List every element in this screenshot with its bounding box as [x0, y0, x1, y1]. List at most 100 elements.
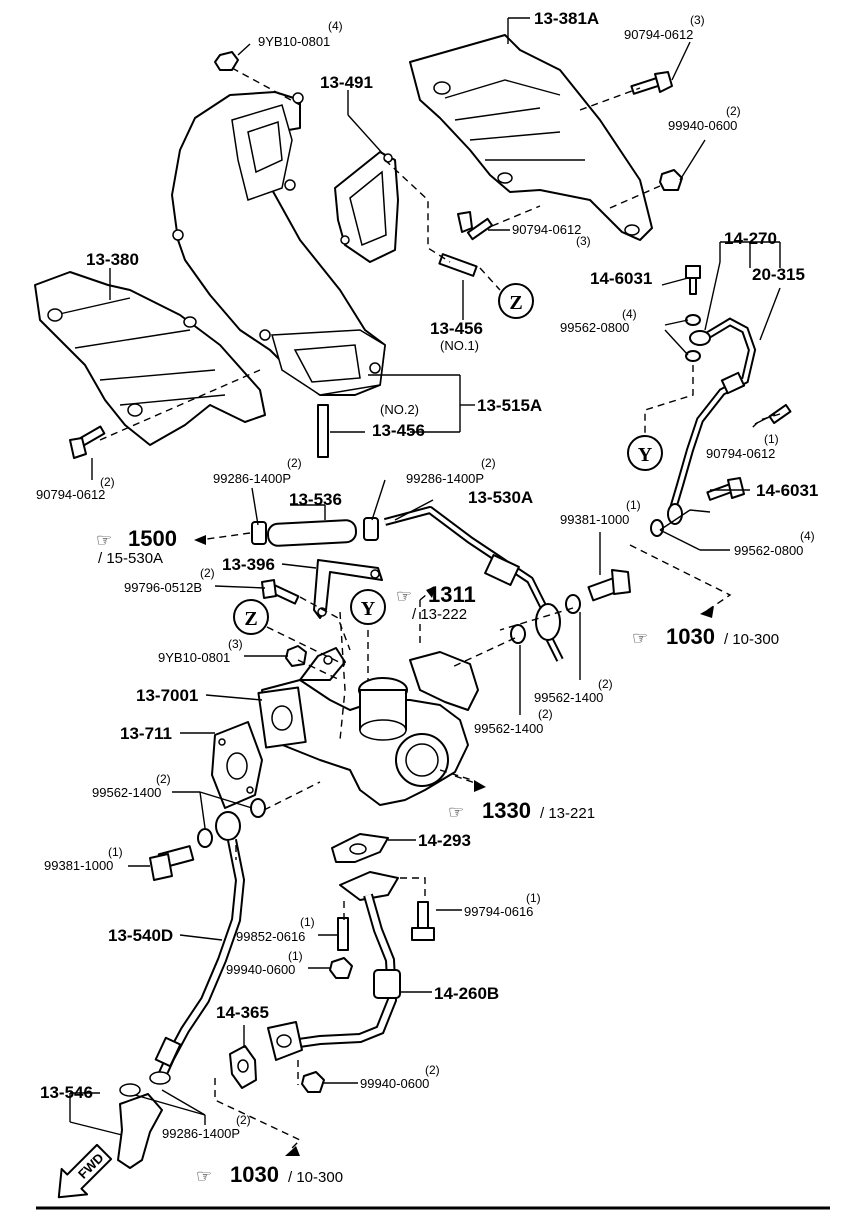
label-9YB10-0801-top: 9YB10-0801 [258, 34, 330, 49]
reference-1030-right-section: / 10-300 [724, 631, 779, 648]
label-99794-0616: 99794-0616 [464, 904, 533, 919]
label-14-365: 14-365 [216, 1003, 269, 1022]
fastener-drawings [69, 51, 792, 1093]
label-99381-1000-left-qty: (1) [108, 845, 123, 859]
heat-insulator-13-381A [409, 34, 653, 241]
connector-z-mid: Z [233, 599, 269, 635]
label-13-536: 13-536 [289, 490, 342, 509]
connector-z-top: Z [498, 283, 534, 319]
label-90794-0612-mid: 90794-0612 [512, 222, 581, 237]
reference-1030-bottom-page[interactable]: 1030 [230, 1162, 279, 1187]
manifold-gasket [334, 151, 399, 263]
water-hose-and-pipe [251, 506, 564, 662]
turbocharger-13-7001 [257, 647, 479, 806]
pointing-hand-icon: ☞ [448, 802, 464, 823]
label-13-530A: 13-530A [468, 488, 533, 507]
connector-z-mid-label: Z [244, 608, 257, 630]
label-99286-1400P-right-qty: (2) [481, 456, 496, 470]
label-13-396: 13-396 [222, 555, 275, 574]
label-90794-0612-right-qty: (1) [764, 432, 779, 446]
label-13-381A: 13-381A [534, 9, 599, 28]
label-99940-0600-bottom-qty: (2) [425, 1063, 440, 1077]
label-9YB10-0801-top-qty: (4) [328, 19, 343, 33]
reference-1330-section: / 13-221 [540, 805, 595, 822]
reference-1500-page[interactable]: 1500 [128, 526, 177, 551]
label-99940-0600-top-qty: (2) [726, 104, 741, 118]
label-13-380: 13-380 [86, 250, 139, 269]
label-99562-0800-top: 99562-0800 [560, 320, 629, 335]
label-99796-0512B-qty: (2) [200, 566, 215, 580]
label-99381-1000-left: 99381-1000 [44, 858, 113, 873]
label-99796-0512B: 99796-0512B [124, 580, 202, 595]
label-13-456-no2-note: (NO.2) [380, 402, 419, 417]
turbo-oil-supply-pipe [667, 317, 757, 525]
label-90794-0612-right: 90794-0612 [706, 446, 775, 461]
label-99562-0800-right-qty: (4) [800, 529, 815, 543]
reference-1500[interactable]: ☞ 1500 / 15-530A [96, 526, 177, 567]
label-90794-0612-left-qty: (2) [100, 475, 115, 489]
return-pipe-13-540D [154, 811, 246, 1083]
label-99286-1400P-bottom-qty: (2) [236, 1113, 251, 1127]
label-90794-0612-top-qty: (3) [690, 13, 705, 27]
label-9YB10-0801-mid: 9YB10-0801 [158, 650, 230, 665]
label-99852-0616: 99852-0616 [236, 929, 305, 944]
reference-1311-page[interactable]: 1311 [428, 582, 476, 607]
bracket-13-396 [313, 559, 383, 619]
label-99286-1400P-left-qty: (2) [287, 456, 302, 470]
reference-1330[interactable]: ☞ 1330 / 13-221 [448, 798, 595, 823]
label-13-515A: 13-515A [477, 396, 542, 415]
label-99940-0600-mid-qty: (1) [288, 949, 303, 963]
forward-arrow-icon: FWD [57, 1143, 113, 1199]
label-99562-0800-top-qty: (4) [622, 307, 637, 321]
reference-1030-right-page[interactable]: 1030 [666, 624, 715, 649]
pointing-hand-icon: ☞ [632, 628, 648, 649]
label-99562-0800-right: 99562-0800 [734, 543, 803, 558]
pointing-hand-icon: ☞ [96, 530, 112, 551]
reference-1330-page[interactable]: 1330 [482, 798, 531, 823]
hose-13-546 [117, 1071, 171, 1169]
reference-1030-bottom[interactable]: ☞ 1030 / 10-300 [196, 1162, 343, 1187]
label-99852-0616-qty: (1) [300, 915, 315, 929]
leader-lines [69, 17, 781, 1136]
label-14-6031-top: 14-6031 [590, 269, 652, 288]
label-99562-1400-right-qty: (2) [598, 677, 613, 691]
label-99286-1400P-bottom: 99286-1400P [162, 1126, 240, 1141]
label-99940-0600-bottom: 99940-0600 [360, 1076, 429, 1091]
connector-y-mid: Y [350, 589, 386, 625]
reference-1500-section: / 15-530A [98, 550, 163, 567]
label-14-260B: 14-260B [434, 984, 499, 1003]
gasket-13-711 [211, 721, 263, 809]
label-13-456-no1: 13-456 [430, 319, 483, 338]
label-13-546: 13-546 [40, 1083, 93, 1102]
dashed-alignment-lines [99, 67, 781, 1151]
label-99794-0616-qty: (1) [526, 891, 541, 905]
label-13-540D: 13-540D [108, 926, 173, 945]
label-99381-1000-right: 99381-1000 [560, 512, 629, 527]
label-99562-1400-mid: 99562-1400 [474, 721, 543, 736]
label-99940-0600-mid: 99940-0600 [226, 962, 295, 977]
label-14-6031-right: 14-6031 [756, 481, 818, 500]
label-9YB10-0801-mid-qty: (3) [228, 637, 243, 651]
label-14-293: 14-293 [418, 831, 471, 850]
label-99562-1400-left-qty: (2) [156, 772, 171, 786]
exhaust-manifold-13-491 [171, 91, 386, 396]
label-20-315: 20-315 [752, 265, 805, 284]
label-13-491: 13-491 [320, 73, 373, 92]
pointing-hand-icon: ☞ [396, 586, 412, 607]
connector-y-mid-label: Y [361, 598, 376, 620]
label-13-711: 13-711 [120, 724, 172, 743]
gasket-14-365 [229, 1045, 257, 1089]
pointing-hand-icon: ☞ [196, 1166, 212, 1187]
label-99562-1400-left: 99562-1400 [92, 785, 161, 800]
reference-arrows [194, 532, 714, 1156]
label-14-270: 14-270 [724, 229, 777, 248]
reference-1311[interactable]: ☞ 1311 / 13-222 [396, 582, 476, 623]
label-13-456-no1-note: (NO.1) [440, 338, 479, 353]
connector-z-top-label: Z [509, 292, 522, 314]
reference-1311-section: / 13-222 [412, 606, 467, 623]
label-99381-1000-right-qty: (1) [626, 498, 641, 512]
label-90794-0612-top: 90794-0612 [624, 27, 693, 42]
part-labels: (4) 9YB10-0801 13-381A (3) 90794-0612 13… [36, 9, 818, 1141]
reference-1030-right[interactable]: ☞ 1030 / 10-300 [632, 624, 779, 649]
label-99562-1400-right: 99562-1400 [534, 690, 603, 705]
